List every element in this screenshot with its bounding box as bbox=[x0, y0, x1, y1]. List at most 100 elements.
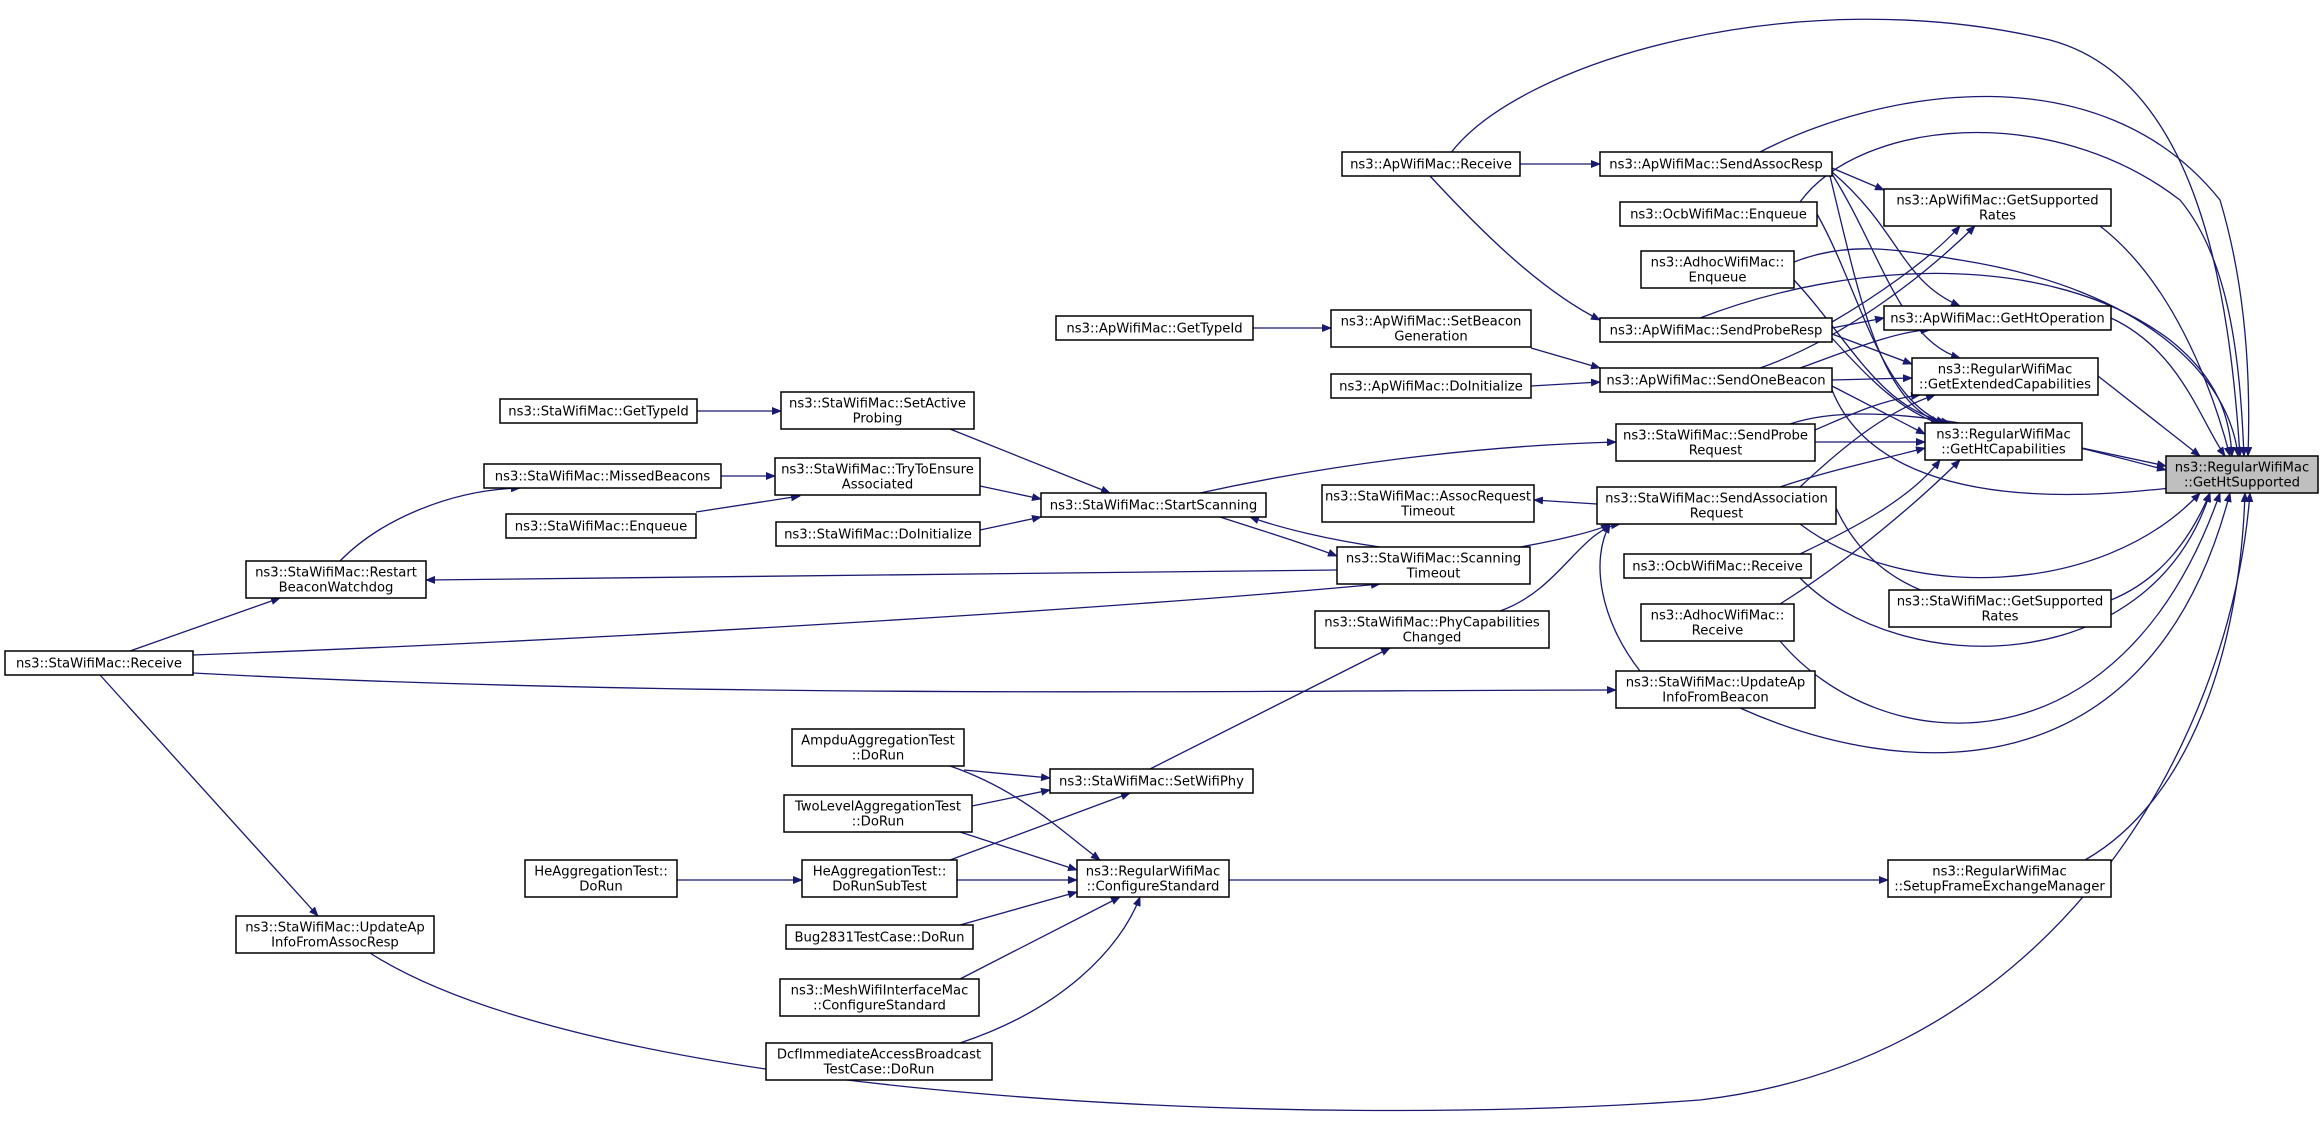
edge-startScanning-to-sendProbeReq bbox=[1199, 438, 1617, 494]
node-meshConfig[interactable]: ns3::MeshWifiInterfaceMac::ConfigureStan… bbox=[779, 978, 980, 1017]
edge-ampdu-to-setWifiPhy bbox=[963, 769, 1051, 782]
node-box bbox=[801, 859, 958, 898]
node-staGetTypeId[interactable]: ns3::StaWifiMac::GetTypeId bbox=[499, 398, 698, 424]
edge-adhocRecv-to-target bbox=[1779, 492, 2221, 724]
edge-ocbRecv-to-getHtCap bbox=[1799, 459, 1941, 555]
node-setupFem[interactable]: ns3::RegularWifiMac::SetupFrameExchangeM… bbox=[1887, 859, 2112, 898]
node-box bbox=[1040, 492, 1267, 518]
edge-sendAssocReq-to-getExtCap bbox=[1799, 394, 1936, 488]
node-label-line: ::GetHtSupported bbox=[2184, 476, 2300, 491]
node-label-line: BeaconWatchdog bbox=[279, 581, 394, 596]
node-label-line: ns3::StaWifiMac::SendAssociation bbox=[1605, 492, 1828, 507]
node-box bbox=[1336, 546, 1531, 585]
node-label-line: Timeout bbox=[1400, 505, 1455, 520]
node-box bbox=[779, 978, 980, 1017]
edge-sendProbeResp-to-apGetSupportedRates bbox=[1831, 225, 1961, 323]
node-staDoInit[interactable]: ns3::StaWifiMac::DoInitialize bbox=[775, 521, 981, 547]
node-label-line: ns3::StaWifiMac::GetSupported bbox=[1897, 595, 2104, 610]
node-label-line: ns3::StaWifiMac::DoInitialize bbox=[784, 528, 972, 543]
edge-getHtCap-to-target bbox=[2081, 447, 2167, 469]
edge-layer bbox=[99, 18, 2254, 1112]
edge-sendProbeReq-to-getExtCap bbox=[1814, 392, 1921, 431]
node-staRecv[interactable]: ns3::StaWifiMac::Receive bbox=[4, 650, 194, 676]
node-missedBeacons[interactable]: ns3::StaWifiMac::MissedBeacons bbox=[483, 463, 722, 489]
node-ampdu[interactable]: AmpduAggregationTest::DoRun bbox=[791, 728, 965, 767]
node-label-line: ns3::ApWifiMac::Receive bbox=[1350, 158, 1512, 173]
node-ocbEnqueue[interactable]: ns3::OcbWifiMac::Enqueue bbox=[1619, 201, 1818, 227]
node-box bbox=[1330, 309, 1532, 348]
node-box bbox=[505, 513, 697, 539]
node-label-line: ns3::StaWifiMac::AssocRequest bbox=[1325, 490, 1531, 505]
node-configStd[interactable]: ns3::RegularWifiMac::ConfigureStandard bbox=[1076, 859, 1230, 898]
node-adhocEnqueue[interactable]: ns3::AdhocWifiMac::Enqueue bbox=[1640, 250, 1795, 289]
node-bug2831[interactable]: Bug2831TestCase::DoRun bbox=[785, 924, 974, 950]
node-setWifiPhy[interactable]: ns3::StaWifiMac::SetWifiPhy bbox=[1049, 768, 1254, 794]
node-staEnqueue[interactable]: ns3::StaWifiMac::Enqueue bbox=[505, 513, 697, 539]
edge-ocbEnqueue-to-target bbox=[1799, 131, 2248, 457]
node-getHtCap[interactable]: ns3::RegularWifiMac::GetHtCapabilities bbox=[1924, 422, 2083, 461]
node-getExtCap[interactable]: ns3::RegularWifiMac::GetExtendedCapabili… bbox=[1911, 357, 2099, 396]
node-label-line: ns3::StaWifiMac::PhyCapabilities bbox=[1324, 616, 1540, 631]
edge-staEnqueue-to-tryEnsure bbox=[695, 493, 801, 513]
edge-staRecv-to-updateApBeacon bbox=[192, 672, 1617, 695]
node-apDoInit[interactable]: ns3::ApWifiMac::DoInitialize bbox=[1330, 373, 1532, 399]
edge-sendAssocReq-to-staGetSupportedRates bbox=[1835, 507, 1941, 599]
node-box bbox=[1596, 486, 1837, 525]
edge-apRecv-to-target bbox=[1449, 18, 2244, 457]
node-label-line: InfoFromBeacon bbox=[1662, 691, 1769, 706]
edge-sendAssocReq-to-target bbox=[1799, 492, 2201, 579]
node-adhocRecv[interactable]: ns3::AdhocWifiMac::Receive bbox=[1640, 603, 1795, 642]
node-sendOneBeacon[interactable]: ns3::ApWifiMac::SendOneBeacon bbox=[1599, 367, 1833, 393]
node-box bbox=[775, 521, 981, 547]
node-label-line: ns3::ApWifiMac::GetTypeId bbox=[1066, 322, 1242, 337]
node-box bbox=[1615, 670, 1816, 709]
node-target[interactable]: ns3::RegularWifiMac::GetHtSupported bbox=[2165, 455, 2319, 494]
edge-ampdu-to-configStd bbox=[949, 765, 1101, 861]
node-label-line: ns3::RegularWifiMac bbox=[1086, 865, 1221, 880]
node-box bbox=[1314, 610, 1550, 649]
edge-setupFem-to-target bbox=[2084, 492, 2249, 861]
node-ocbRecv[interactable]: ns3::OcbWifiMac::Receive bbox=[1623, 553, 1812, 579]
edge-staRecv-to-updateApAssoc bbox=[99, 674, 319, 917]
node-heDoRunSub[interactable]: HeAggregationTest::DoRunSubTest bbox=[801, 859, 958, 898]
edge-adhocRecv-to-getHtCap bbox=[1779, 459, 1961, 605]
edge-sendProbeResp-to-target bbox=[1699, 272, 2236, 457]
node-label-line: DoRunSubTest bbox=[832, 880, 927, 895]
node-box bbox=[1599, 151, 1833, 177]
node-getHtOperation[interactable]: ns3::ApWifiMac::GetHtOperation bbox=[1883, 305, 2112, 331]
node-box bbox=[1887, 859, 2112, 898]
node-twoLevel[interactable]: TwoLevelAggregationTest::DoRun bbox=[783, 794, 973, 833]
node-sendProbeResp[interactable]: ns3::ApWifiMac::SendProbeResp bbox=[1599, 317, 1833, 343]
node-dcfImm[interactable]: DcfImmediateAccessBroadcastTestCase::DoR… bbox=[765, 1042, 993, 1081]
edge-staRecv-to-scanningTimeout bbox=[192, 580, 1381, 656]
node-label-line: ns3::AdhocWifiMac:: bbox=[1651, 256, 1785, 271]
node-heDoRun[interactable]: HeAggregationTest::DoRun bbox=[524, 859, 678, 898]
node-apRecv[interactable]: ns3::ApWifiMac::Receive bbox=[1341, 151, 1521, 177]
node-box bbox=[4, 650, 194, 676]
node-layer: ns3::RegularWifiMac::GetHtSupportedns3::… bbox=[4, 151, 2319, 1081]
node-updateApAssoc[interactable]: ns3::StaWifiMac::UpdateApInfoFromAssocRe… bbox=[235, 915, 435, 954]
node-box bbox=[1911, 357, 2099, 396]
edge-getHtOperation-to-target bbox=[2110, 317, 2226, 457]
edge-updateApBeacon-to-sendAssocReq bbox=[1599, 523, 1641, 672]
edge-restartBeacon-to-missedBeacons bbox=[339, 484, 521, 562]
node-label-line: Rates bbox=[1981, 610, 2018, 625]
edge-staGetSupportedRates-to-target bbox=[2110, 492, 2211, 601]
node-sendAssocResp[interactable]: ns3::ApWifiMac::SendAssocResp bbox=[1599, 151, 1833, 177]
node-label-line: Generation bbox=[1394, 330, 1468, 345]
edge-sendAssocResp-to-apGetSupportedRates bbox=[1831, 167, 1885, 191]
node-startScanning[interactable]: ns3::StaWifiMac::StartScanning bbox=[1040, 492, 1267, 518]
node-apGetTypeId[interactable]: ns3::ApWifiMac::GetTypeId bbox=[1055, 315, 1254, 341]
